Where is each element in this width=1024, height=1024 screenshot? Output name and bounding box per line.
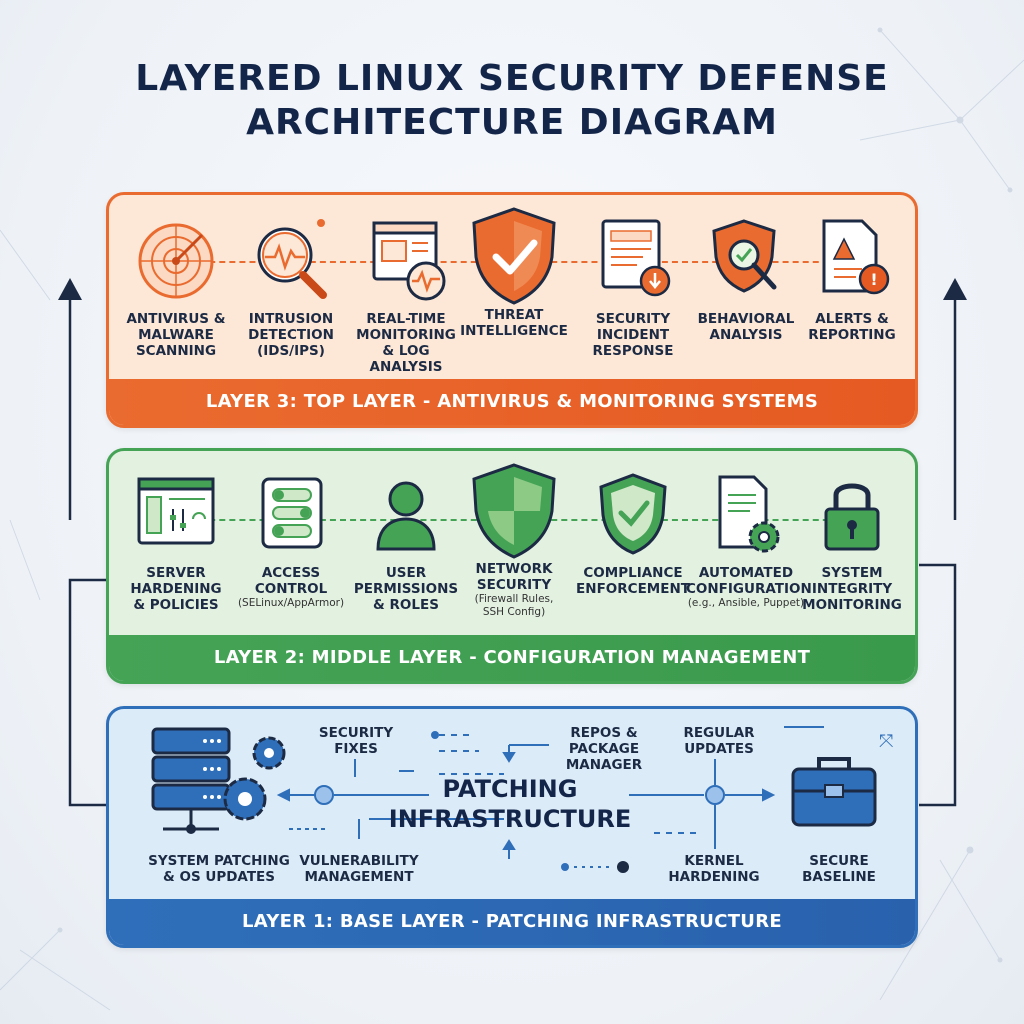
access-control-item: ACCESS CONTROL (SELinux/AppArmor) (231, 469, 351, 610)
server-hardening-item: SERVER HARDENING & POLICIES (116, 469, 236, 613)
repos-package-label: REPOS & PACKAGE MANAGER (565, 725, 643, 773)
server-stack-icon-wrap (149, 723, 299, 847)
security-fixes-label: SECURITY FIXES (318, 725, 394, 757)
shield-split-icon (472, 463, 556, 559)
document-gear-icon (718, 475, 780, 553)
compliance-label: COMPLIANCE ENFORCEMENT (576, 565, 690, 597)
network-security-sub: (Firewall Rules, SSH Config) (474, 593, 554, 618)
system-integrity-item: SYSTEM INTEGRITY MONITORING (792, 469, 912, 613)
automated-configuration-item: AUTOMATED CONFIGURATION (e.g., Ansible, … (686, 469, 812, 610)
radar-icon (138, 223, 214, 299)
svg-text:⤧: ⤧ (879, 731, 893, 752)
threat-intelligence-item: THREAT INTELLIGENCE (454, 205, 574, 339)
antivirus-scanning-item: ANTIVIRUS & MALWARE SCANNING (116, 209, 236, 359)
compliance-enforcement-item: COMPLIANCE ENFORCEMENT (573, 469, 693, 597)
magnifier-pulse-icon (257, 219, 327, 299)
threat-intelligence-label: THREAT INTELLIGENCE (460, 307, 568, 339)
incident-response-item: SECURITY INCIDENT RESPONSE (573, 209, 693, 359)
padlock-icon (824, 483, 880, 551)
right-flow-arrow (919, 278, 967, 807)
layer-3-panel: ANTIVIRUS & MALWARE SCANNING INTRUSION D… (106, 192, 918, 428)
user-icon (376, 481, 436, 551)
system-integrity-label: SYSTEM INTEGRITY MONITORING (802, 565, 902, 613)
alerts-reporting-label: ALERTS & REPORTING (808, 311, 896, 343)
automated-config-label: AUTOMATED CONFIGURATION (686, 565, 812, 597)
realtime-monitoring-item: REAL-TIME MONITORING & LOG ANALYSIS (346, 209, 466, 375)
server-stack-icon (151, 727, 286, 834)
server-settings-icon (137, 477, 215, 545)
access-control-label: ACCESS CONTROL (254, 565, 328, 597)
diagram-title-line2: ARCHITECTURE DIAGRAM (246, 102, 778, 143)
system-patching-label: SYSTEM PATCHING & OS UPDATES (148, 853, 290, 885)
diagram-title-line1: LAYERED LINUX SECURITY DEFENSE (135, 58, 889, 99)
regular-updates-label: REGULAR UPDATES (683, 725, 755, 757)
intrusion-label: INTRUSION DETECTION (IDS/IPS) (248, 311, 334, 359)
toggle-panel-icon (261, 477, 323, 549)
incident-response-label: SECURITY INCIDENT RESPONSE (592, 311, 674, 359)
layer-3-banner: LAYER 3: TOP LAYER - ANTIVIRUS & MONITOR… (109, 379, 915, 425)
monitor-window-icon (372, 221, 446, 301)
toolbox-icon (791, 757, 877, 827)
layer-1-banner: LAYER 1: BASE LAYER - PATCHING INFRASTRU… (109, 899, 915, 945)
intrusion-detection-item: INTRUSION DETECTION (IDS/IPS) (231, 209, 351, 359)
shield-check-icon-green (599, 473, 667, 555)
antivirus-label: ANTIVIRUS & MALWARE SCANNING (126, 311, 226, 359)
behavioral-analysis-label: BEHAVIORAL ANALYSIS (697, 311, 795, 343)
patching-infrastructure-title: PATCHING INFRASTRUCTURE (388, 775, 632, 833)
server-hardening-label: SERVER HARDENING & POLICIES (130, 565, 222, 613)
behavioral-analysis-item: BEHAVIORAL ANALYSIS (686, 209, 806, 343)
secure-baseline-label: SECURE BASELINE (802, 853, 876, 885)
alerts-reporting-item: ! ALERTS & REPORTING (792, 209, 912, 343)
layer-1-panel: ⤧ SYSTEM PATCHING & OS UPDATES SECURITY … (106, 706, 918, 948)
document-alert-icon (601, 219, 671, 297)
left-flow-arrow (58, 278, 106, 807)
network-security-label: NETWORK SECURITY (475, 561, 553, 593)
realtime-monitoring-label: REAL-TIME MONITORING & LOG ANALYSIS (356, 311, 456, 375)
user-permissions-label: USER PERMISSIONS & ROLES (353, 565, 459, 613)
shield-magnifier-icon (712, 219, 777, 293)
document-warning-icon: ! (822, 219, 890, 295)
automated-config-sub: (e.g., Ansible, Puppet) (687, 597, 805, 609)
layer-2-panel: SERVER HARDENING & POLICIES ACCESS CONTR… (106, 448, 918, 684)
vulnerability-management-label: VULNERABILITY MANAGEMENT (299, 853, 419, 885)
access-control-sub: (SELinux/AppArmor) (237, 597, 345, 609)
network-security-item: NETWORK SECURITY (Firewall Rules, SSH Co… (454, 461, 574, 619)
user-permissions-item: USER PERMISSIONS & ROLES (346, 469, 466, 613)
shield-check-icon (472, 207, 556, 305)
toolbox-icon-wrap (789, 751, 879, 835)
kernel-hardening-label: KERNEL HARDENING (668, 853, 760, 885)
layer-2-banner: LAYER 2: MIDDLE LAYER - CONFIGURATION MA… (109, 635, 915, 681)
svg-text:!: ! (870, 270, 877, 289)
patching-flow-lines: ⤧ (276, 726, 893, 873)
